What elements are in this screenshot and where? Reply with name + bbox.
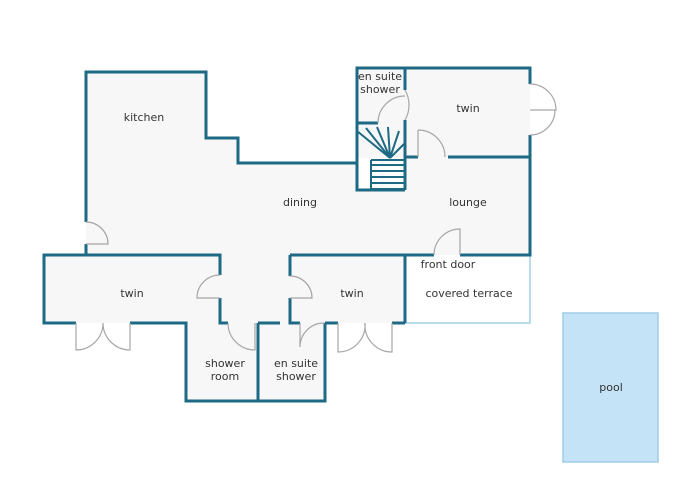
label-twin-left: twin [120, 287, 143, 300]
label-shower-room-line2: room [211, 370, 239, 383]
label-shower-room-line1: shower [205, 357, 245, 370]
twin-left-wall [42, 253, 260, 403]
label-en-suite-upper-line1: en suite [358, 70, 402, 83]
label-pool: pool [599, 381, 623, 394]
floor-fills [44, 68, 530, 401]
label-en-suite-upper-line2: shower [360, 83, 400, 96]
ensuite-upper-divider [357, 68, 530, 190]
doors [75, 83, 557, 353]
twin-center-wall [288, 255, 405, 325]
main-floor [44, 72, 530, 401]
label-kitchen: kitchen [124, 111, 165, 124]
label-twin-upper: twin [456, 102, 479, 115]
twin-left-right-wall [218, 298, 228, 325]
twin-left-top-wall [86, 253, 222, 275]
ensuite-lower-wall [258, 321, 327, 403]
upper-wing-wall-right [460, 135, 532, 257]
pool [562, 312, 659, 463]
label-covered-terrace: covered terrace [425, 287, 512, 300]
label-front-door: front door [421, 258, 476, 271]
room-labels: kitchen dining lounge twin en suite show… [120, 70, 622, 394]
label-en-suite-lower-line2: shower [276, 370, 316, 383]
label-en-suite-lower-line1: en suite [274, 357, 318, 370]
outer-wall-kitchen [84, 70, 357, 222]
covered-terrace-outline [405, 255, 531, 324]
walls [42, 66, 532, 403]
upper-wing-floor [357, 68, 530, 158]
upper-wing-wall [355, 66, 532, 163]
staircase [356, 126, 406, 190]
label-lounge: lounge [449, 196, 487, 209]
label-twin-center: twin [340, 287, 363, 300]
label-dining: dining [283, 196, 317, 209]
